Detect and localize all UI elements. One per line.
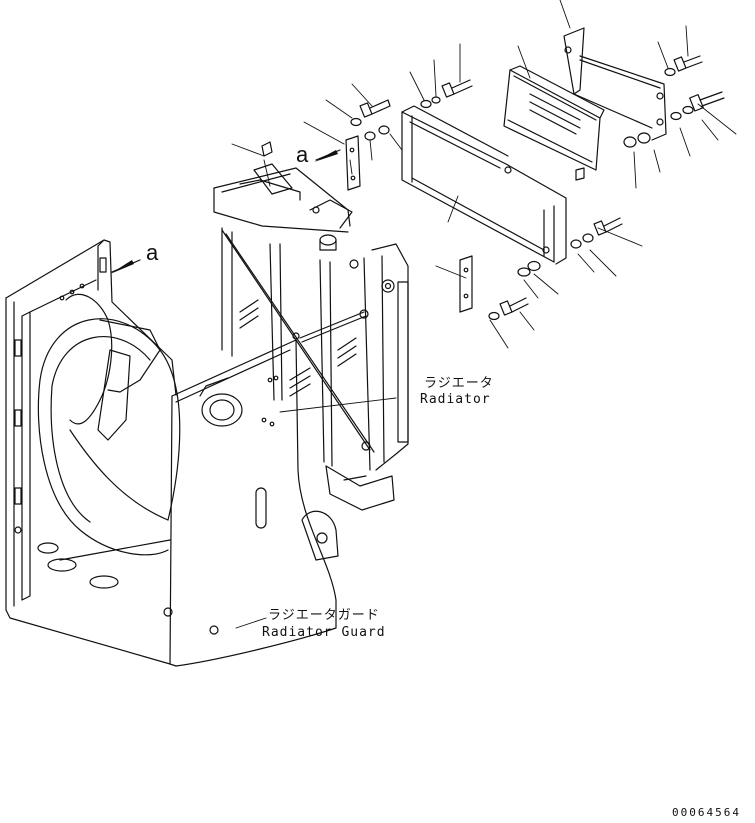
radiator-guard-label-jp: ラジエータガード: [268, 608, 380, 623]
cooler-frame: [401, 105, 567, 265]
radiator-label-jp: ラジエータ: [424, 376, 494, 391]
callout-arrows: [110, 149, 341, 274]
radiator-label-en: Radiator: [420, 392, 491, 407]
side-plate-upper: [345, 135, 361, 191]
radiator-core: [213, 163, 409, 511]
leader-lines: [231, 0, 737, 629]
oil-cooler: [503, 65, 605, 171]
side-plate-lower: [459, 255, 473, 313]
callout-a-upper: a: [296, 142, 309, 167]
radiator-guard-label-en: Radiator Guard: [262, 625, 386, 640]
fasteners: [261, 55, 725, 321]
mounting-bracket: [563, 27, 667, 141]
radiator-guard: [5, 239, 339, 667]
callout-a-left: a: [146, 240, 159, 265]
document-id: 00064564: [672, 806, 741, 819]
